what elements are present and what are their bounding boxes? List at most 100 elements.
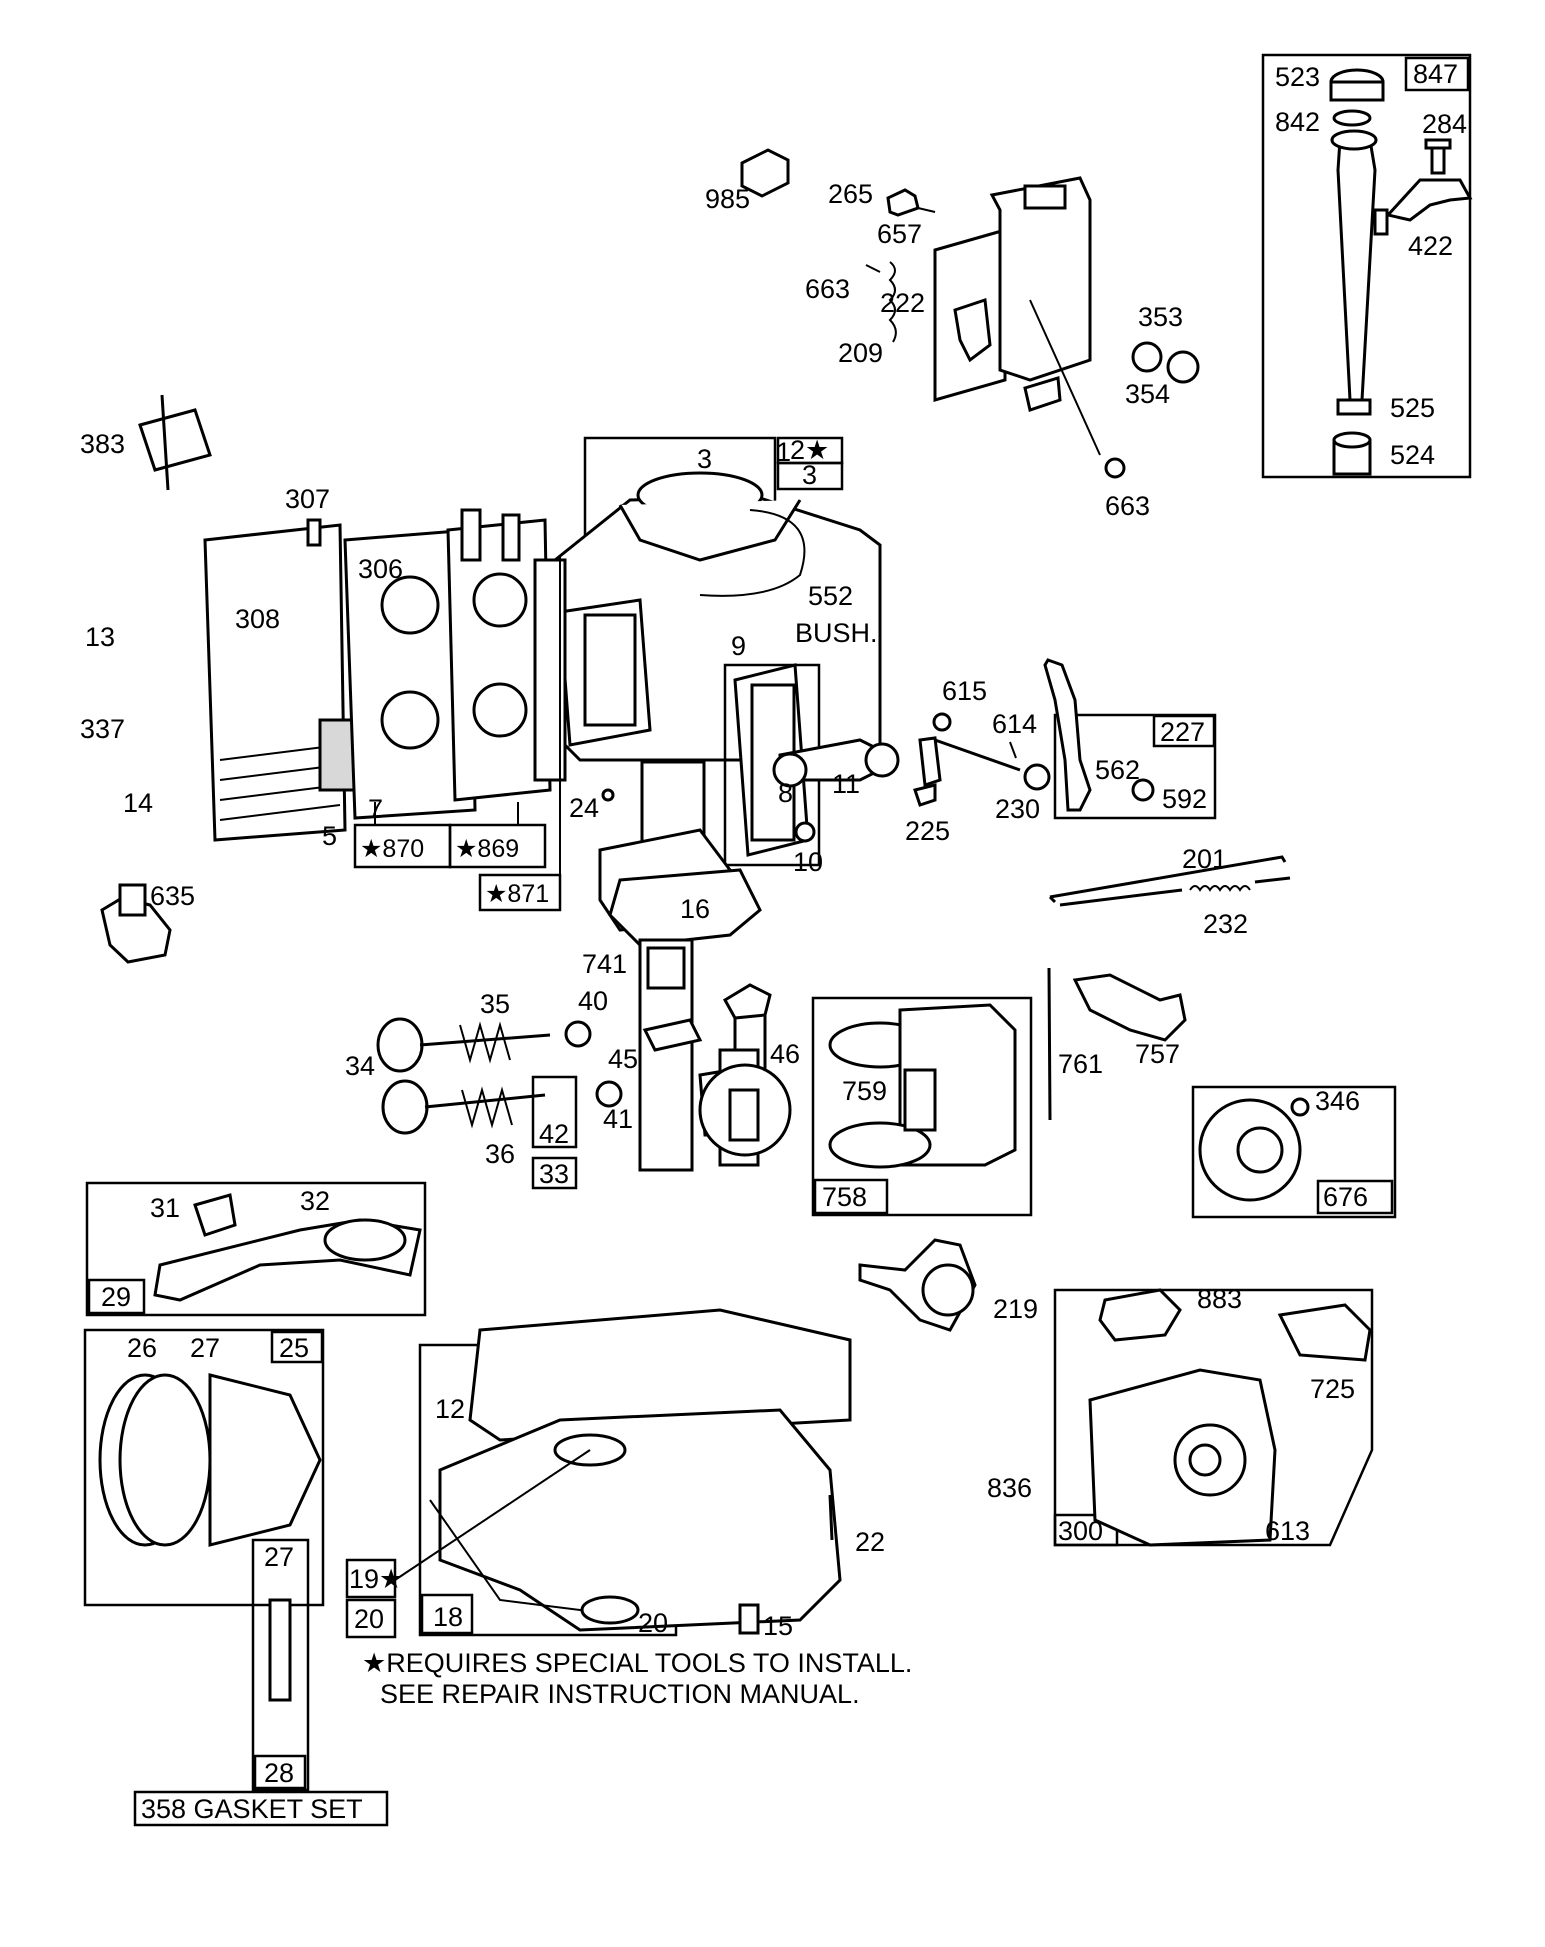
part-883-label: 883 <box>1197 1284 1242 1314</box>
part-27-label: 27 <box>190 1333 220 1363</box>
part-354-label: 354 <box>1125 379 1170 409</box>
part-35-label: 35 <box>480 989 510 1019</box>
part-box-227-label: 227 <box>1160 717 1205 747</box>
part-222-label: 222 <box>880 288 925 318</box>
part-7-label: 7 <box>368 794 383 824</box>
part-836-label: 836 <box>987 1473 1032 1503</box>
part-757-label: 757 <box>1135 1039 1180 1069</box>
part-663-bottom-label: 663 <box>1105 491 1150 521</box>
part-552-label: 552 <box>808 581 853 611</box>
breather-cover-group <box>723 663 900 867</box>
part-box-847-label: 847 <box>1413 59 1458 89</box>
rod-and-link-group <box>1047 967 1187 1121</box>
part-box-19-label: 19★ <box>349 1564 403 1594</box>
muffler-group <box>1053 1288 1374 1547</box>
part-36-label: 36 <box>485 1139 515 1169</box>
part-46-label: 46 <box>770 1039 800 1069</box>
part-985-label: 985 <box>705 184 750 214</box>
box-20-left <box>345 1598 397 1639</box>
part-663-top-label: 663 <box>805 274 850 304</box>
gasket-set-group <box>133 1538 389 1827</box>
misc-left-parts <box>100 394 212 964</box>
connecting-rod-group <box>85 1181 427 1317</box>
part-383-label: 383 <box>80 429 125 459</box>
part-box-20-label: 20 <box>354 1604 384 1634</box>
control-bracket-group <box>740 148 1200 479</box>
part-41-label: 41 <box>603 1104 633 1134</box>
part-741-label: 741 <box>582 949 627 979</box>
part-10-label: 10 <box>793 847 823 877</box>
part-8-label: 8 <box>778 778 793 808</box>
part-box-29-label: 29 <box>101 1282 131 1312</box>
part-box-3-label: 3 <box>802 460 817 490</box>
part-32-label: 32 <box>300 1186 330 1216</box>
part-box-676-label: 676 <box>1323 1182 1368 1212</box>
part-box-27-label: 27 <box>264 1542 294 1572</box>
part-15-label: 15 <box>763 1611 793 1641</box>
part-523-label: 523 <box>1275 62 1320 92</box>
box-19 <box>345 1558 397 1599</box>
box-869 <box>448 823 547 869</box>
part-11-label: 11 <box>832 769 860 799</box>
part-657-label: 657 <box>877 219 922 249</box>
gasket-set-label: 358 GASKET SET <box>141 1794 363 1824</box>
part-box-1-label: 1 <box>776 437 791 467</box>
part-45-label: 45 <box>608 1044 638 1074</box>
engine-block-group <box>203 436 882 842</box>
part-225-label: 225 <box>905 816 950 846</box>
cam-gear-group <box>642 1018 792 1167</box>
part-613-label: 613 <box>1265 1516 1310 1546</box>
part-31-label: 31 <box>150 1193 180 1223</box>
part-box-25-label: 25 <box>279 1333 309 1363</box>
part-box-300-label: 300 <box>1058 1516 1103 1546</box>
part-219-group <box>858 1238 977 1332</box>
oil-pan-group <box>418 1308 852 1637</box>
part-22-label: 22 <box>855 1527 885 1557</box>
part-635-label: 635 <box>150 881 195 911</box>
governor-control-group <box>601 658 1217 820</box>
part-14-label: 14 <box>123 788 153 818</box>
part-34-label: 34 <box>345 1051 375 1081</box>
links-group <box>1048 855 1291 907</box>
part-761-label: 761 <box>1058 1049 1103 1079</box>
part-box-28-label: 28 <box>264 1758 294 1788</box>
part-16-label: 16 <box>680 894 710 924</box>
part-box-33-label: 33 <box>539 1159 569 1189</box>
part-525-label: 525 <box>1390 393 1435 423</box>
part-3-label: 3 <box>697 444 712 474</box>
part-284-label: 284 <box>1422 109 1467 139</box>
footnote-line-1: ★REQUIRES SPECIAL TOOLS TO INSTALL. <box>362 1648 912 1678</box>
part-842-label: 842 <box>1275 107 1320 137</box>
part-20-label: 20 <box>638 1608 668 1638</box>
part-562-label: 562 <box>1095 755 1140 785</box>
part-524-label: 524 <box>1390 440 1435 470</box>
part-209-label: 209 <box>838 338 883 368</box>
part-13-label: 13 <box>85 622 115 652</box>
part-307-label: 307 <box>285 484 330 514</box>
part-230-label: 230 <box>995 794 1040 824</box>
part-box-870-label: ★870 <box>360 835 424 863</box>
part-40-label: 40 <box>578 986 608 1016</box>
part-24-label: 24 <box>569 793 599 823</box>
part-box-2-label: 2★ <box>790 435 829 465</box>
part-337-label: 337 <box>80 714 125 744</box>
part-725-label: 725 <box>1310 1374 1355 1404</box>
part-9-label: 9 <box>731 631 746 661</box>
part-box-758-label: 758 <box>822 1182 867 1212</box>
part-615-label: 615 <box>942 676 987 706</box>
part-box-42-label: 42 <box>539 1119 569 1149</box>
footnote-line-2: SEE REPAIR INSTRUCTION MANUAL. <box>380 1679 860 1709</box>
pulley-676-group <box>1191 1085 1397 1219</box>
part-759-label: 759 <box>842 1076 887 1106</box>
part-232-label: 232 <box>1203 909 1248 939</box>
dipstick-tube-group <box>1261 53 1473 479</box>
part-26-label: 26 <box>127 1333 157 1363</box>
box-871 <box>478 873 562 912</box>
part-box-869-label: ★869 <box>455 835 519 863</box>
part-219-label: 219 <box>993 1294 1038 1324</box>
part-box-18-label: 18 <box>433 1602 463 1632</box>
piston-group <box>83 1328 325 1607</box>
valves-group <box>376 1017 623 1190</box>
part-5-label: 5 <box>322 821 337 851</box>
